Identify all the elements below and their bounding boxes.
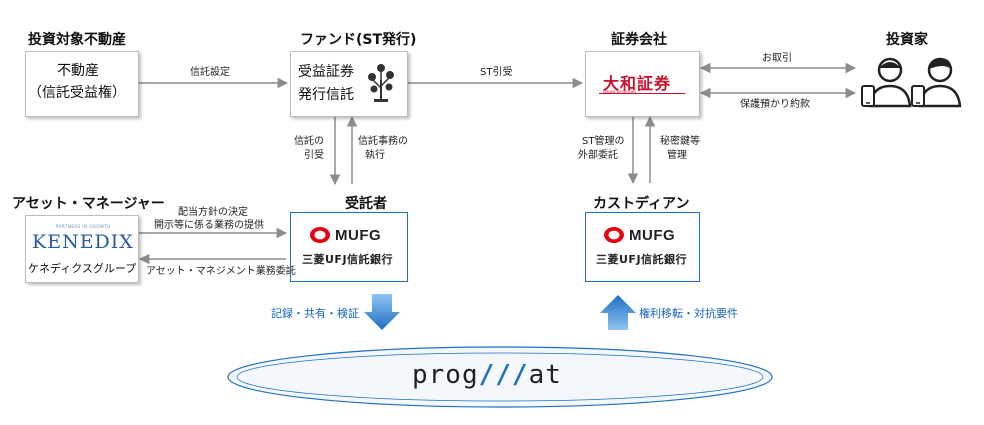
investor-title: 投資家: [886, 32, 928, 48]
label-transfer-rights: 権利移転・対抗要件: [639, 307, 738, 320]
custodian-mufg-logo: MUFG: [603, 226, 675, 244]
label-custody: 保護預かり約款: [740, 99, 810, 110]
fund-line2: 発行信託: [298, 87, 354, 103]
mufg-mark-icon: [310, 227, 330, 243]
blue-arrow-down: [364, 294, 400, 330]
asset-manager-box: [25, 215, 139, 283]
label-am-contract: アセット・マネジメント業務委託: [146, 266, 296, 277]
fund-title: ファンド(ST発行): [300, 32, 417, 48]
label-trust-accept-1: 信託の: [294, 136, 324, 147]
property-box: [25, 51, 139, 117]
daiwa-underline: [599, 93, 685, 94]
label-policy-1: 配当方針の決定: [178, 207, 248, 218]
label-st-mgmt-2: 外部委託: [578, 150, 618, 161]
custodian-mufg-text: MUFG: [629, 226, 676, 244]
label-trust-exec-2: 執行: [365, 150, 385, 161]
label-st-mgmt-1: ST管理の: [582, 136, 625, 147]
mufg-mark-icon: [604, 227, 624, 243]
label-trust-exec-1: 信託事務の: [358, 136, 408, 147]
property-line2: （信託受益権）: [28, 85, 126, 101]
property-title: 投資対象不動産: [28, 32, 126, 48]
label-trust-setup: 信託設定: [190, 67, 230, 78]
progmat-ellipse-outer: [227, 346, 773, 408]
blue-arrow-up: [600, 295, 636, 330]
kenedix-logo: KENEDIX: [32, 231, 134, 253]
progmat-name-b: at: [528, 360, 562, 390]
asset-manager-title: アセット・マネージャー: [12, 196, 165, 212]
trustee-mufg-logo: MUFG: [309, 226, 381, 244]
label-secret-key-2: 管理: [667, 150, 687, 161]
fund-line1: 受益証券: [298, 64, 354, 80]
property-line1: 不動産: [57, 63, 99, 79]
label-secret-key-1: 秘密鍵等: [660, 136, 700, 147]
trustee-box: [290, 212, 408, 282]
money-tree-icon: [368, 64, 394, 102]
label-record-share: 記録・共有・検証: [271, 307, 359, 320]
progmat-name-a: prog: [412, 360, 479, 390]
label-trade: お取引: [762, 53, 792, 64]
progmat-name-slash: ///: [478, 360, 529, 390]
kenedix-tagline: PARTNERS IN GROWTH: [56, 224, 111, 229]
progmat-ellipse-inner: [236, 352, 764, 402]
label-policy-2: 開示等に係る業務の提供: [154, 220, 264, 231]
label-st-underwrite: ST引受: [480, 67, 513, 78]
trustee-bank-name: 三菱UFJ信託銀行: [302, 253, 394, 266]
securities-box: [585, 51, 700, 117]
custodian-bank-name: 三菱UFJ信託銀行: [596, 253, 688, 266]
daiwa-logo-sub: Daiwa Securities: [603, 89, 637, 94]
kenedix-group: ケネディクスグループ: [28, 262, 137, 275]
custodian-title: カストディアン: [593, 196, 690, 212]
custodian-box: [585, 212, 700, 282]
investor-icon: [861, 57, 962, 108]
trustee-title: 受託者: [345, 196, 387, 212]
progmat-logo: prog///at: [412, 360, 562, 390]
trustee-mufg-text: MUFG: [335, 226, 382, 244]
label-trust-accept-2: 引受: [304, 150, 324, 161]
securities-title: 証券会社: [611, 32, 667, 48]
daiwa-logo: 大和証券: [603, 74, 672, 93]
